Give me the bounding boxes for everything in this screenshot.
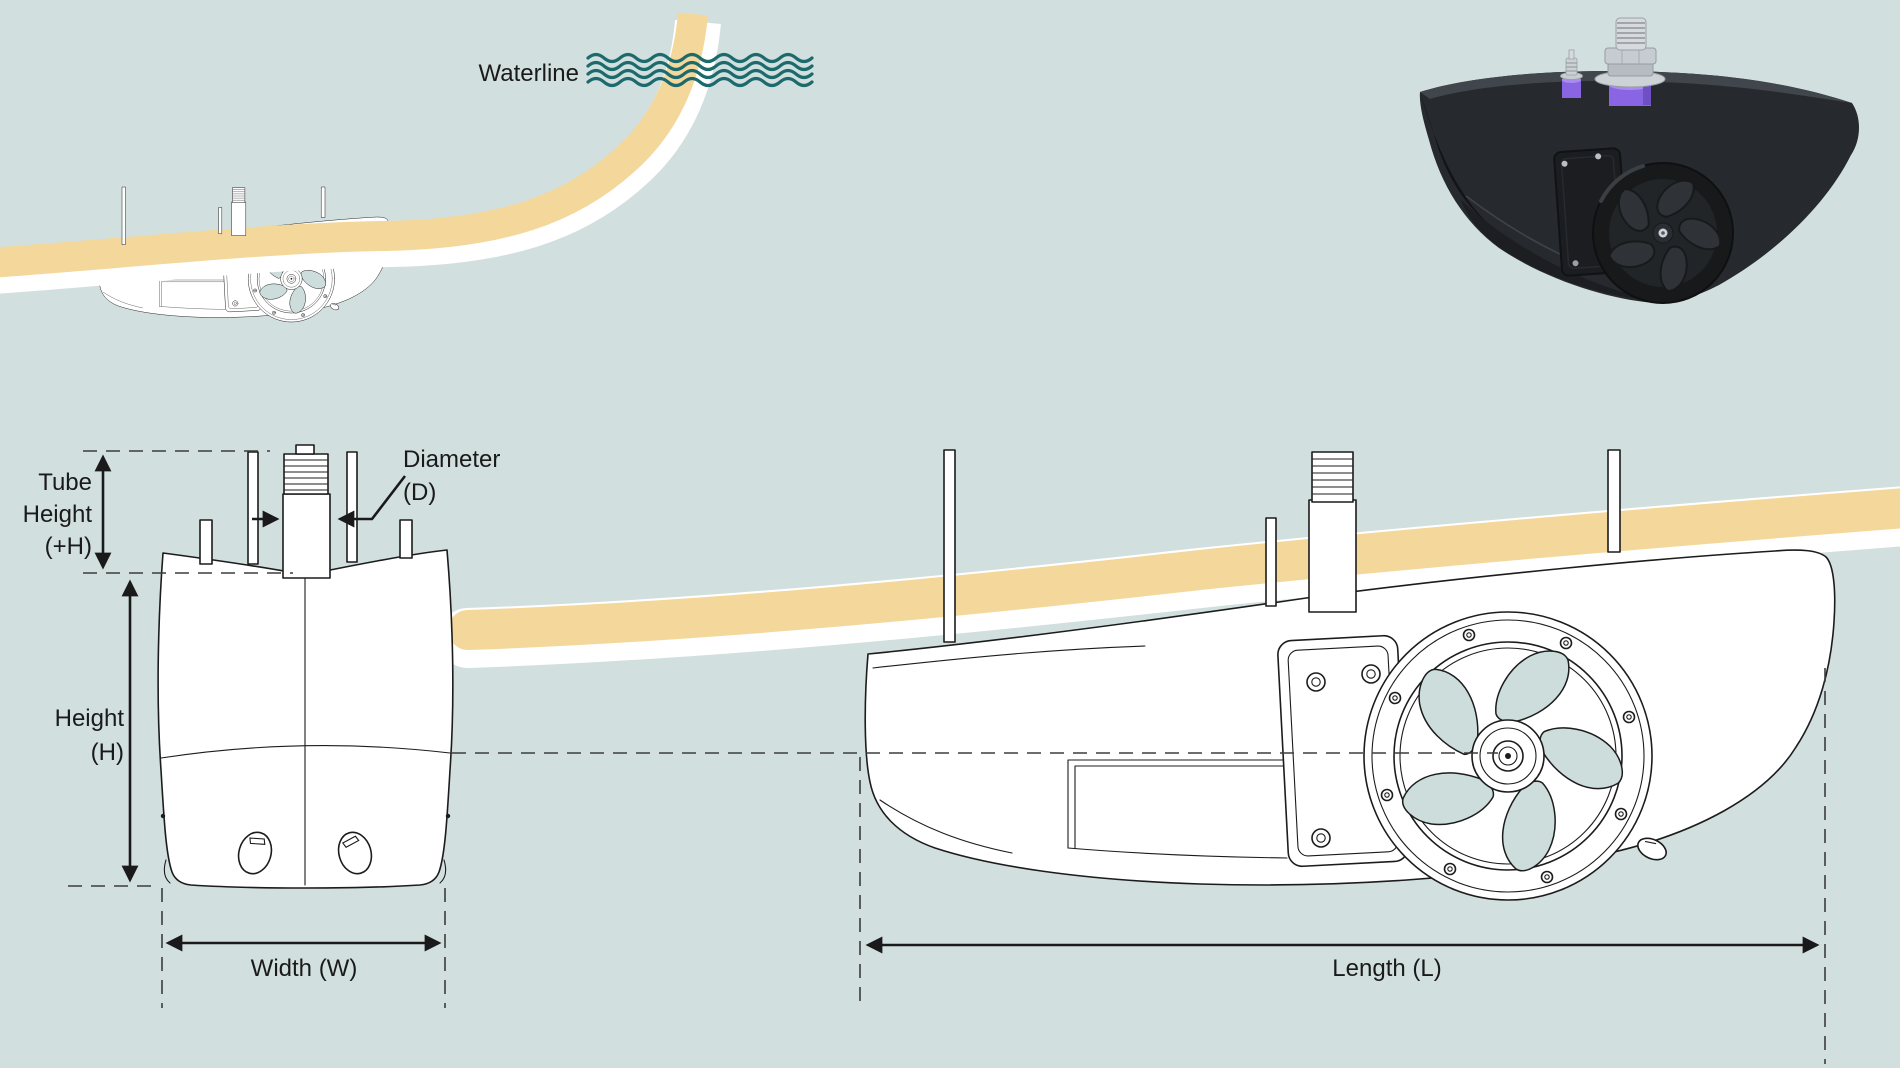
product-3d-render: [1419, 17, 1860, 304]
threaded-tube-front: [282, 444, 331, 579]
antenna: [399, 519, 413, 559]
front-mid-curve: [160, 745, 451, 759]
front-vent-left: [237, 831, 273, 875]
purple-grommet-small: [1562, 79, 1581, 98]
tube-height-label-line3: (+H): [45, 533, 92, 560]
antenna: [247, 451, 259, 565]
render-small-fitting: [1560, 49, 1583, 98]
dashed-guides: [68, 450, 1826, 1064]
diameter-label-line2: (D): [403, 479, 436, 506]
hull-waterline-illustration: [0, 12, 721, 322]
tube-height-label-line1: Tube: [38, 469, 92, 496]
height-dimension: Height (H): [55, 579, 139, 883]
render-propeller: [1592, 162, 1734, 304]
purple-grommet: [1609, 84, 1651, 106]
render-deck-sheen: [1420, 70, 1852, 103]
side-hull-band: [438, 486, 1900, 668]
side-view-drawing: [438, 449, 1900, 900]
waterline-label: Waterline: [479, 60, 579, 87]
width-label: Width (W): [251, 955, 358, 982]
length-label: Length (L): [1332, 955, 1441, 982]
front-masts: [199, 444, 413, 579]
waterline-annotation: Waterline: [479, 52, 814, 88]
width-dimension: Width (W): [165, 934, 442, 982]
front-vent-right: [337, 831, 373, 875]
height-label-line1: Height: [55, 705, 125, 732]
front-view-drawing: [157, 444, 454, 889]
height-label-line2: (H): [91, 739, 124, 766]
diameter-arrow-right: [337, 475, 407, 528]
diameter-dimension: Diameter (D): [252, 446, 500, 528]
tube-height-dimension: Tube Height (+H): [23, 454, 112, 570]
length-dimension: Length (L): [865, 936, 1820, 982]
water-waves-icon: [586, 52, 814, 88]
antenna: [346, 451, 358, 563]
render-main-bolt: [1594, 17, 1666, 106]
antenna: [199, 519, 213, 565]
hull-cross-section-band: [0, 12, 721, 294]
tube-height-label-line2: Height: [23, 501, 93, 528]
diameter-label-line1: Diameter: [403, 446, 500, 473]
